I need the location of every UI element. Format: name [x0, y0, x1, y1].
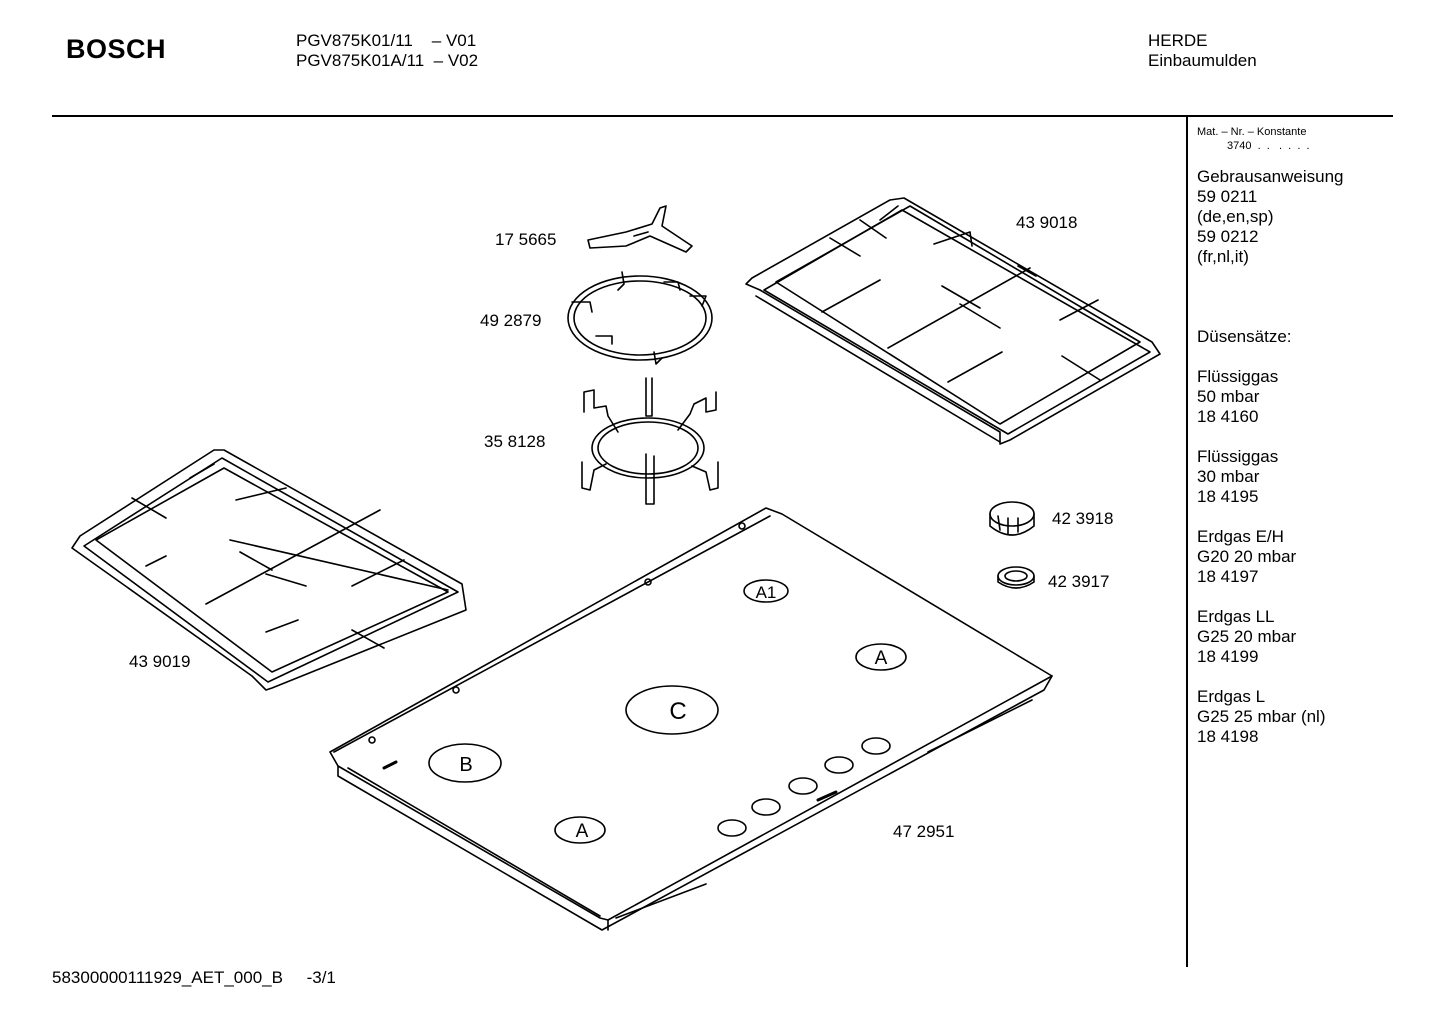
- part-label: 42 3918: [1052, 509, 1113, 528]
- model-numbers: PGV875K01/11 – V01 PGV875K01A/11 – V02: [296, 31, 478, 71]
- appliance-category: HERDE Einbaumulden: [1148, 31, 1257, 71]
- sidebar-info: Mat. – Nr. – Konstante 3740 . . . . . . …: [1197, 125, 1343, 747]
- category-line: Einbaumulden: [1148, 51, 1257, 70]
- manual-title: Gebrausanweisung: [1197, 167, 1344, 186]
- model-line: PGV875K01A/11 – V02: [296, 51, 479, 70]
- part-label: 49 2879: [480, 311, 541, 330]
- manual-line: 59 0211: [1197, 187, 1258, 206]
- mat-number-title: Mat. – Nr. – Konstante: [1197, 126, 1307, 138]
- hob-plate-part: [330, 508, 1052, 930]
- part-label: 43 9019: [129, 652, 190, 671]
- nozzle-group: Erdgas E/H G20 20 mbar 18 4197: [1197, 527, 1343, 587]
- part-label: 35 8128: [484, 432, 545, 451]
- model-line: PGV875K01/11 – V01: [296, 31, 477, 50]
- header-divider: [52, 115, 1393, 117]
- burner-label: C: [669, 698, 686, 725]
- nozzle-line: Erdgas LL: [1197, 607, 1275, 626]
- document-footer: 58300000111929_AET_000_B -3/1: [52, 968, 336, 987]
- nozzle-line: 18 4197: [1197, 567, 1259, 586]
- control-knob-part: [990, 502, 1034, 535]
- nozzle-group: Flüssiggas 50 mbar 18 4160: [1197, 367, 1343, 427]
- category-line: HERDE: [1148, 31, 1208, 50]
- pan-support-right-part: [746, 198, 1160, 444]
- manual-line: 59 0212: [1197, 227, 1259, 246]
- nozzle-sets-title: Düsensätze:: [1197, 327, 1292, 346]
- nozzle-line: 18 4199: [1197, 647, 1259, 666]
- burner-label: B: [459, 754, 472, 776]
- nozzle-line: Erdgas E/H: [1197, 527, 1284, 546]
- burner-label: A: [576, 821, 589, 842]
- nozzle-line: G25 20 mbar: [1197, 627, 1297, 646]
- part-label: 42 3917: [1048, 572, 1109, 591]
- nozzle-line: 18 4195: [1197, 487, 1259, 506]
- nozzle-line: 50 mbar: [1197, 387, 1260, 406]
- nozzle-line: Erdgas L: [1197, 687, 1266, 706]
- nozzle-group: Flüssiggas 30 mbar 18 4195: [1197, 447, 1343, 507]
- pan-support-left-part: [72, 450, 466, 690]
- simmer-support-part: [588, 206, 692, 252]
- wok-ring-part: [568, 272, 712, 364]
- nozzle-line: 18 4160: [1197, 407, 1259, 426]
- nozzle-line: Flüssiggas: [1197, 447, 1279, 466]
- nozzle-group: Erdgas L G25 25 mbar (nl) 18 4198: [1197, 687, 1343, 747]
- brand-logo: BOSCH: [66, 34, 167, 64]
- burner-label: A1: [756, 583, 777, 602]
- nozzle-line: G25 25 mbar (nl): [1197, 707, 1326, 726]
- nozzle-line: G20 20 mbar: [1197, 547, 1297, 566]
- nozzle-line: 30 mbar: [1197, 467, 1260, 486]
- mat-number-value: 3740 . . . . . .: [1227, 140, 1310, 152]
- sidebar-divider: [1186, 117, 1188, 967]
- nozzle-group: Erdgas LL G25 20 mbar 18 4199: [1197, 607, 1343, 667]
- knob-ring-part: [998, 567, 1034, 588]
- part-label: 43 9018: [1016, 213, 1077, 232]
- manual-line: (fr,nl,it): [1197, 247, 1249, 266]
- nozzle-line: 18 4198: [1197, 727, 1259, 746]
- burner-label: A: [875, 648, 888, 669]
- nozzle-line: Flüssiggas: [1197, 367, 1279, 386]
- burner-support-part: [582, 378, 718, 504]
- manual-line: (de,en,sp): [1197, 207, 1274, 226]
- part-label: 47 2951: [893, 822, 954, 841]
- part-label: 17 5665: [495, 230, 556, 249]
